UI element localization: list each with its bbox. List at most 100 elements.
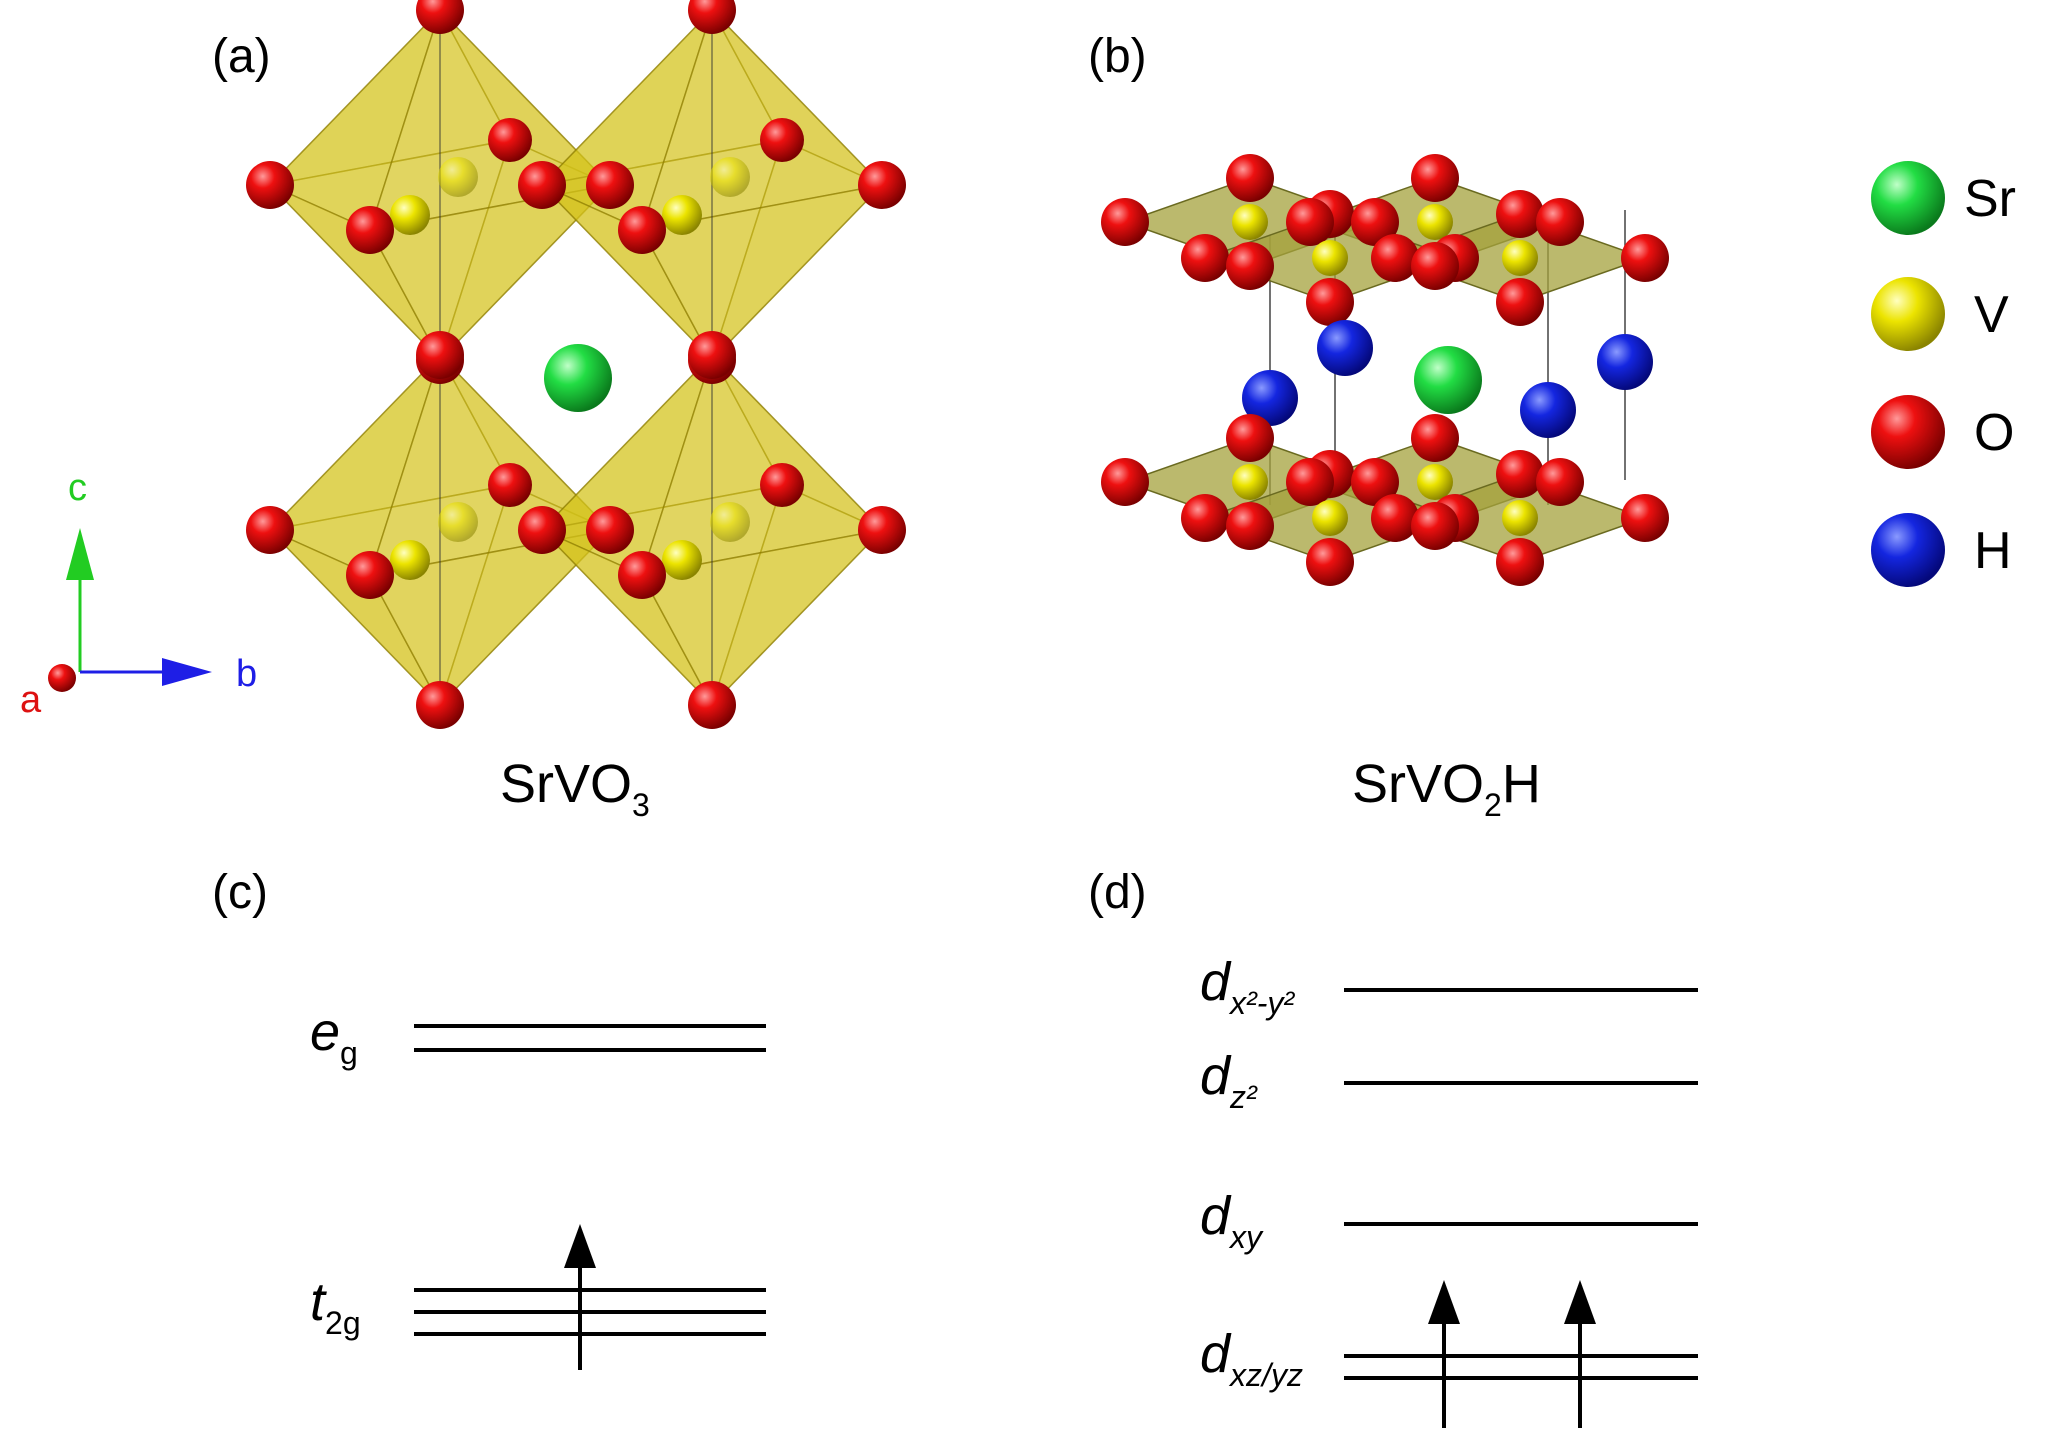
dxy-label-main: d	[1200, 1186, 1232, 1246]
oxygen-atom-b-17	[1226, 242, 1274, 290]
axis-b-label: b	[236, 653, 257, 695]
oxygen-atom-23	[416, 681, 464, 729]
oxygen-atom-b-9	[1286, 198, 1334, 246]
dz2-label-main: d	[1200, 1046, 1232, 1106]
dx2y2-label-sub: x²-y²	[1228, 985, 1295, 1021]
vanadium-atom-7	[438, 502, 478, 542]
axis-b-arrowhead	[162, 658, 212, 686]
formula-srvo3: SrVO3	[500, 754, 650, 823]
strontium-atom-13	[544, 344, 612, 412]
t2g-label: t2g	[310, 1272, 361, 1341]
vanadium-atom-6	[710, 157, 750, 197]
formula-srvo3-base: SrVO	[500, 754, 632, 814]
oxygen-atom-20	[518, 161, 566, 209]
oxygen-atom-16	[246, 161, 294, 209]
formula-srvo2h-sub: 2	[1484, 787, 1502, 823]
strontium-atom-b-23	[1414, 346, 1482, 414]
oxygen-atom-18	[688, 0, 736, 34]
oxygen-atom-27	[688, 681, 736, 729]
oxygen-atom-b-19	[1306, 278, 1354, 326]
legend-o-sphere	[1871, 395, 1945, 469]
oxygen-atom-24	[246, 506, 294, 554]
vanadium-atom-5	[438, 157, 478, 197]
vanadium-atom-b-36	[1312, 500, 1348, 536]
panel-label-d: (d)	[1088, 866, 1147, 919]
formula-srvo2h-base: SrVO	[1352, 754, 1484, 814]
legend-sr-sphere	[1871, 161, 1945, 235]
oxygen-atom-2	[760, 118, 804, 162]
panel-label-b: (b)	[1088, 30, 1147, 83]
oxygen-atom-b-40	[1371, 494, 1419, 542]
vanadium-atom-9	[390, 195, 430, 235]
oxygen-atom-26	[688, 331, 736, 379]
srvo3-structure	[246, 0, 906, 729]
energy-levels-d: dx²-y² dz² dxy dxz/yz	[1200, 952, 1698, 1428]
hydrogen-atom-b-25	[1520, 382, 1576, 438]
dxzyz-label-main: d	[1200, 1324, 1232, 1384]
oxygen-atom-b-44	[1306, 538, 1354, 586]
legend-sr-label: Sr	[1964, 170, 2016, 228]
axis-c-arrowhead	[66, 528, 94, 580]
vanadium-atom-b-5	[1232, 204, 1268, 240]
oxygen-atom-b-45	[1496, 538, 1544, 586]
oxygen-atom-b-4	[1496, 190, 1544, 238]
octahedron-4-face-8	[640, 528, 885, 707]
dxzyz-spin-arrowhead-2	[1564, 1280, 1596, 1324]
oxygen-atom-4	[760, 463, 804, 507]
oxygen-atom-b-41	[1621, 494, 1669, 542]
legend-h-label: H	[1974, 522, 2012, 580]
oxygen-atom-1	[488, 118, 532, 162]
oxygen-atom-31	[618, 206, 666, 254]
srvo2h-structure	[1101, 154, 1669, 586]
octahedron-1-face-8	[368, 183, 613, 362]
octahedron-3-face-8	[368, 528, 613, 707]
dxy-label: dxy	[1200, 1186, 1264, 1255]
dxzyz-label: dxz/yz	[1200, 1324, 1303, 1393]
dz2-label: dz²	[1200, 1046, 1258, 1115]
oxygen-atom-21	[858, 161, 906, 209]
vanadium-atom-10	[662, 195, 702, 235]
panel-label-a: (a)	[212, 30, 271, 83]
oxygen-atom-22	[416, 331, 464, 379]
oxygen-atom-3	[488, 463, 532, 507]
legend: Sr V O H	[1871, 161, 2016, 587]
oxygen-atom-29	[858, 506, 906, 554]
oxygen-atom-33	[618, 551, 666, 599]
octahedron-2-face-8	[640, 183, 885, 362]
dx2y2-label: dx²-y²	[1200, 952, 1295, 1021]
dxy-label-sub: xy	[1228, 1219, 1264, 1255]
eg-label-main: e	[310, 1002, 340, 1062]
oxygen-atom-b-20	[1496, 278, 1544, 326]
axis-triad: c b a	[20, 467, 257, 721]
oxygen-atom-28	[518, 506, 566, 554]
oxygen-atom-b-32	[1351, 458, 1399, 506]
legend-v-sphere	[1871, 277, 1945, 351]
t2g-label-main: t	[310, 1272, 327, 1332]
eg-label: eg	[310, 1002, 358, 1071]
vanadium-atom-11	[390, 540, 430, 580]
formula-srvo2h: SrVO2H	[1352, 754, 1541, 823]
oxygen-atom-b-42	[1226, 502, 1274, 550]
legend-v-label: V	[1974, 286, 2009, 344]
t2g-spin-arrowhead	[564, 1224, 596, 1268]
oxygen-atom-14	[416, 0, 464, 34]
dxzyz-spin-arrowhead-1	[1428, 1280, 1460, 1324]
vanadium-atom-b-33	[1417, 464, 1453, 500]
oxygen-atom-b-35	[1536, 458, 1584, 506]
dz2-label-sub: z²	[1229, 1079, 1258, 1115]
oxygen-atom-b-10	[1536, 198, 1584, 246]
formula-srvo3-sub: 3	[632, 787, 650, 823]
oxygen-atom-b-7	[1351, 198, 1399, 246]
oxygen-atom-b-29	[1496, 450, 1544, 498]
oxygen-atom-b-16	[1621, 234, 1669, 282]
eg-label-sub: g	[340, 1035, 358, 1071]
dxzyz-label-sub: xz/yz	[1228, 1357, 1303, 1393]
oxygen-atom-b-31	[1101, 458, 1149, 506]
hydrogen-atom-b-21	[1317, 320, 1373, 376]
oxygen-atom-b-37	[1181, 494, 1229, 542]
formula-srvo2h-rest: H	[1502, 754, 1541, 814]
legend-o-label: O	[1974, 404, 2014, 462]
oxygen-atom-b-43	[1411, 502, 1459, 550]
vanadium-atom-b-11	[1312, 240, 1348, 276]
